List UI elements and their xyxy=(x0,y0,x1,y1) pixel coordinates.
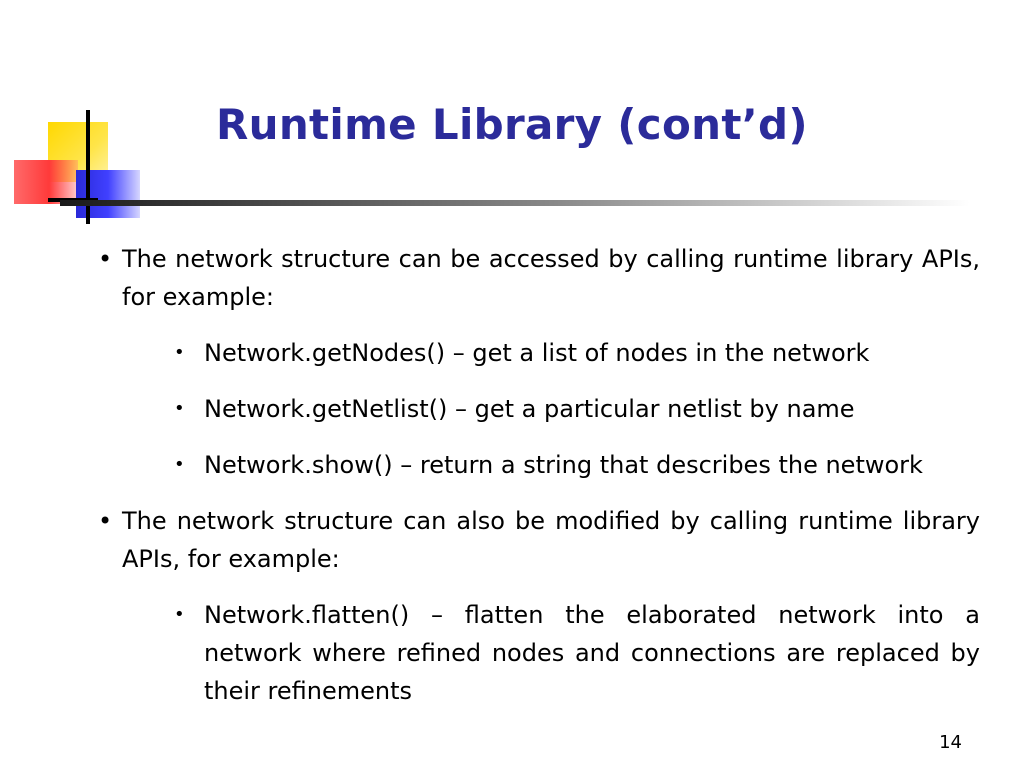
title-underline xyxy=(60,200,970,206)
page-number: 14 xyxy=(939,732,962,753)
sub-bullet-text: Network.flatten() – flatten the elaborat… xyxy=(204,601,980,705)
sub-bullet-item: • Network.getNetlist() – get a particula… xyxy=(174,390,980,428)
bullet-icon: • xyxy=(98,507,113,535)
red-square xyxy=(14,160,78,204)
sub-bullet-text: Network.show() – return a string that de… xyxy=(204,451,923,479)
vertical-line xyxy=(86,110,90,224)
bullet-text: The network structure can also be modifi… xyxy=(122,507,980,573)
bullet-item: • The network structure can be accessed … xyxy=(96,240,980,316)
bullet-item: • The network structure can also be modi… xyxy=(96,502,980,578)
bullet-icon: • xyxy=(174,398,185,419)
bullet-icon: • xyxy=(98,245,113,273)
sub-bullet-item: • Network.getNodes() – get a list of nod… xyxy=(174,334,980,372)
slide-title: Runtime Library (cont’d) xyxy=(216,100,808,149)
sub-bullet-text: Network.getNetlist() – get a particular … xyxy=(204,395,855,423)
sub-bullet-text: Network.getNodes() – get a list of nodes… xyxy=(204,339,870,367)
bullet-icon: • xyxy=(174,604,185,625)
bullet-text: The network structure can be accessed by… xyxy=(122,245,980,311)
sub-bullet-item: • Network.flatten() – flatten the elabor… xyxy=(174,596,980,710)
decorative-logo xyxy=(0,0,160,240)
bullet-list: • The network structure can be accessed … xyxy=(96,240,980,728)
bullet-icon: • xyxy=(174,342,185,363)
bullet-icon: • xyxy=(174,454,185,475)
sub-bullet-item: • Network.show() – return a string that … xyxy=(174,446,980,484)
